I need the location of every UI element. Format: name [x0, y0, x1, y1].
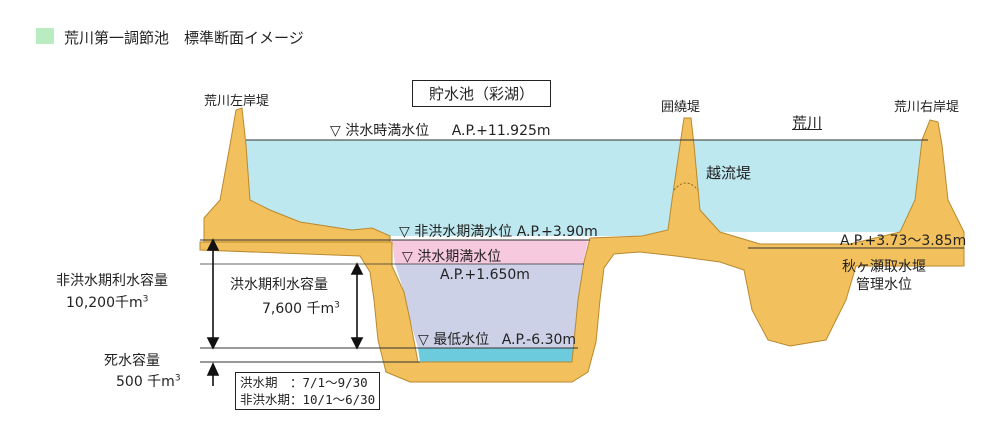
- overflow-levee-arc: [673, 182, 699, 191]
- seasons-box: 洪水期 ：7/1～9/30 非洪水期：10/1～6/30: [235, 372, 381, 410]
- legend-title: 荒川第一調節池 標準断面イメージ: [64, 29, 304, 47]
- flood-capacity-value: 7,600 千m3: [262, 300, 340, 317]
- flood-season-period: 洪水期 ：7/1～9/30: [240, 375, 368, 390]
- flood-water-area: [246, 140, 928, 236]
- water-level-triangle-icon: ▽: [418, 332, 429, 348]
- river-level-value: A.P.+3.73～3.85m: [840, 233, 967, 249]
- nonflood-season-period: 非洪水期：10/1～6/30: [240, 392, 376, 407]
- right-levee-label: 荒川右岸堤: [894, 100, 960, 115]
- nonflood-band: [392, 240, 588, 264]
- flood-season-full-level: ▽ 洪水期満水位: [402, 249, 502, 265]
- middle-levee-label: 囲繞堤: [661, 100, 701, 115]
- overflow-levee-label: 越流堤: [706, 164, 752, 182]
- flood-season-full-value: A.P.+1.650m: [440, 267, 530, 283]
- nonflood-capacity-arrow: [206, 238, 220, 350]
- dead-capacity-label: 死水容量: [104, 353, 160, 369]
- river-level-label-2: 管理水位: [856, 277, 912, 293]
- dead-water: [418, 348, 574, 362]
- legend-swatch: [36, 28, 54, 44]
- river-level-label-1: 秋ヶ瀬取水堰: [842, 259, 926, 275]
- lowest-level: ▽ 最低水位 A.P.-6.30m: [418, 332, 577, 348]
- dead-capacity-value: 500 千m3: [116, 373, 181, 390]
- flood-capacity-label: 洪水期利水容量: [230, 277, 328, 293]
- reservoir-bed: [199, 117, 965, 383]
- water-level-triangle-icon: ▽: [402, 249, 413, 265]
- reservoir-box: 貯水池（彩湖）: [412, 80, 552, 107]
- left-levee-label: 荒川左岸堤: [204, 94, 270, 109]
- flood-capacity-arrow: [350, 262, 364, 350]
- nonflood-capacity-value: 10,200千m3: [66, 294, 149, 311]
- storage-area: [395, 264, 583, 348]
- flood-full-level: ▽ 洪水時満水位 A.P.+11.925m: [330, 123, 551, 139]
- river-label: 荒川: [792, 114, 823, 132]
- dead-capacity-arrow: [206, 362, 220, 386]
- nonflood-full-level: ▽ 非洪水期満水位 A.P.+3.90m: [399, 224, 598, 240]
- water-level-triangle-icon: ▽: [399, 224, 410, 240]
- water-level-triangle-icon: ▽: [330, 123, 341, 139]
- nonflood-capacity-label: 非洪水期利水容量: [56, 273, 168, 289]
